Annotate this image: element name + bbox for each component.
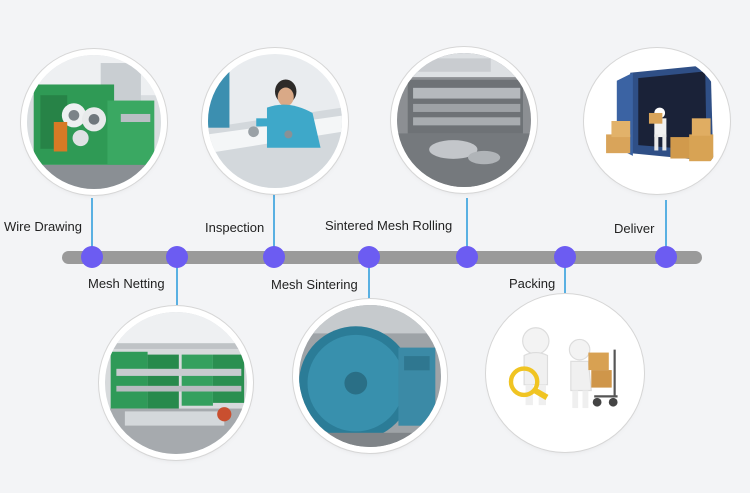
node-wire-drawing [81, 246, 103, 268]
label-mesh-netting: Mesh Netting [88, 276, 165, 291]
connector-deliver [665, 200, 667, 250]
timeline-bar [62, 251, 702, 264]
label-inspection: Inspection [205, 220, 265, 235]
connector-sintered-mesh-rolling [466, 198, 468, 250]
node-packing [554, 246, 576, 268]
deliver-photo [590, 54, 724, 188]
node-inspection [263, 246, 285, 268]
connector-mesh-netting [176, 264, 178, 312]
inspection-photo [208, 54, 342, 188]
sintered-mesh-rolling-photo [397, 53, 531, 187]
node-mesh-netting [166, 246, 188, 268]
label-sintered-mesh-rolling: Sintered Mesh Rolling [325, 218, 453, 233]
packing-photo [492, 300, 638, 446]
connector-inspection [273, 192, 275, 250]
node-mesh-sintering [358, 246, 380, 268]
mesh-netting-photo [105, 312, 247, 454]
node-deliver [655, 246, 677, 268]
label-packing: Packing [509, 276, 556, 291]
mesh-sintering-photo [299, 305, 441, 447]
label-wire-drawing: Wire Drawing [4, 219, 83, 234]
connector-wire-drawing [91, 198, 93, 250]
node-sintered-mesh-rolling [456, 246, 478, 268]
connector-mesh-sintering [368, 264, 370, 304]
label-deliver: Deliver [614, 221, 655, 236]
wire-drawing-photo [27, 55, 161, 189]
label-mesh-sintering: Mesh Sintering [271, 277, 358, 292]
connector-packing [564, 264, 566, 300]
